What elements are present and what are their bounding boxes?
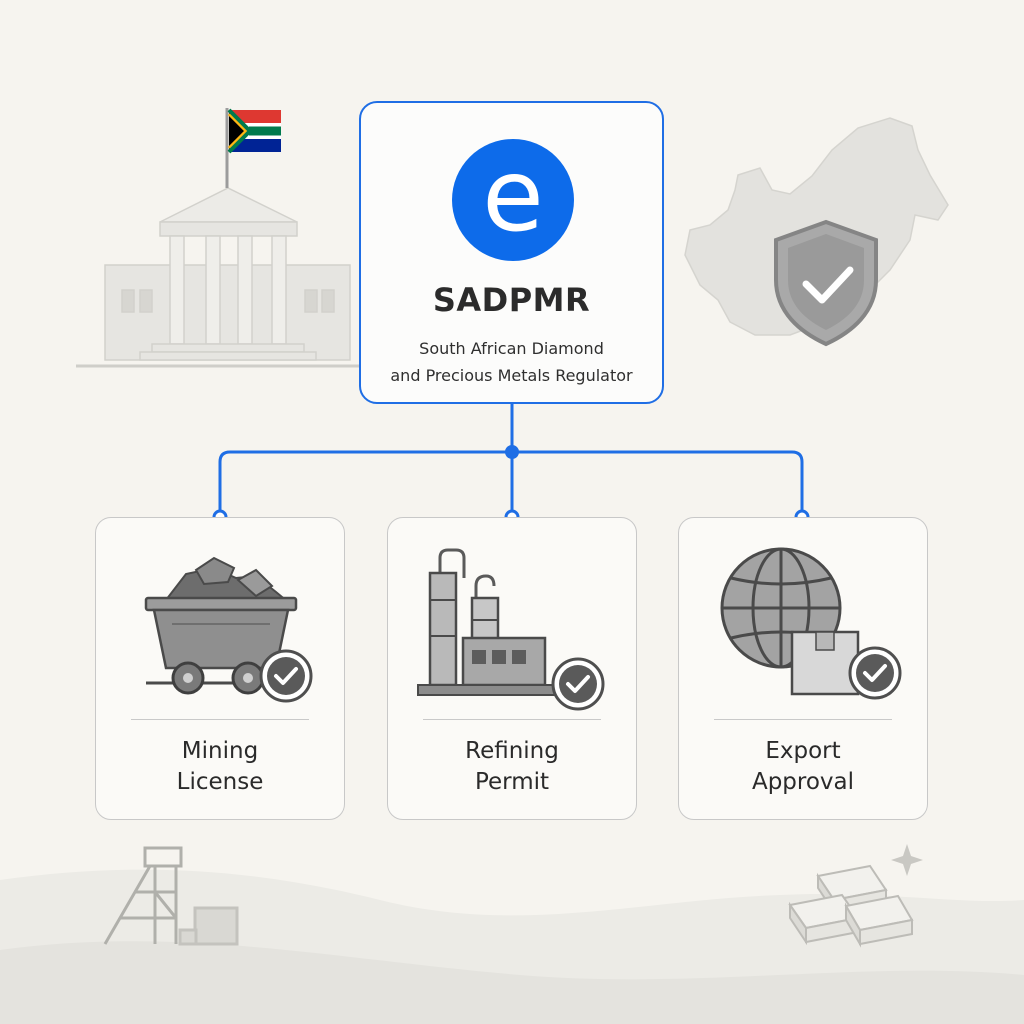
checkmark-badge-icon xyxy=(259,649,313,703)
mining-cart-icon xyxy=(144,556,313,703)
label-line-2: License xyxy=(176,769,264,795)
mining-license-card: Mining License xyxy=(95,517,345,820)
regulator-card: e SADPMR South African Diamond and Preci… xyxy=(359,101,664,404)
logo-letter: e xyxy=(482,139,544,254)
full-name-line-2: and Precious Metals Regulator xyxy=(390,366,633,385)
refining-permit-label: Refining Permit xyxy=(388,736,636,798)
card-divider xyxy=(714,719,892,720)
card-divider xyxy=(131,719,309,720)
checkmark-badge-icon xyxy=(551,657,605,711)
hills-landscape xyxy=(0,869,1024,1024)
shield-check-icon xyxy=(774,219,878,347)
junction-dot xyxy=(505,445,519,459)
label-line-1: Export xyxy=(765,738,841,764)
globe-box-icon xyxy=(720,547,902,700)
export-approval-card: Export Approval xyxy=(678,517,928,820)
government-building-icon xyxy=(76,108,360,368)
full-name-line-1: South African Diamond xyxy=(419,339,604,358)
label-line-2: Approval xyxy=(751,769,855,795)
refining-permit-card: Refining Permit xyxy=(387,517,637,820)
export-approval-label: Export Approval xyxy=(679,736,927,798)
label-line-1: Refining xyxy=(465,738,559,764)
regulator-acronym: SADPMR xyxy=(432,281,591,319)
sparkle-icon xyxy=(891,844,923,876)
hierarchy-connectors xyxy=(218,404,804,517)
checkmark-badge-icon xyxy=(848,646,902,700)
label-line-1: Mining xyxy=(181,738,259,764)
mining-license-label: Mining License xyxy=(96,736,344,798)
label-line-2: Permit xyxy=(474,769,550,795)
refinery-icon xyxy=(417,548,605,711)
regulator-full-name: South African Diamond and Precious Metal… xyxy=(371,335,652,389)
card-divider xyxy=(423,719,601,720)
precious-metal-bars-icon xyxy=(788,864,914,948)
regulator-logo: e xyxy=(452,139,574,261)
mine-headframe-icon xyxy=(103,846,239,946)
south-africa-flag-icon xyxy=(227,108,281,154)
